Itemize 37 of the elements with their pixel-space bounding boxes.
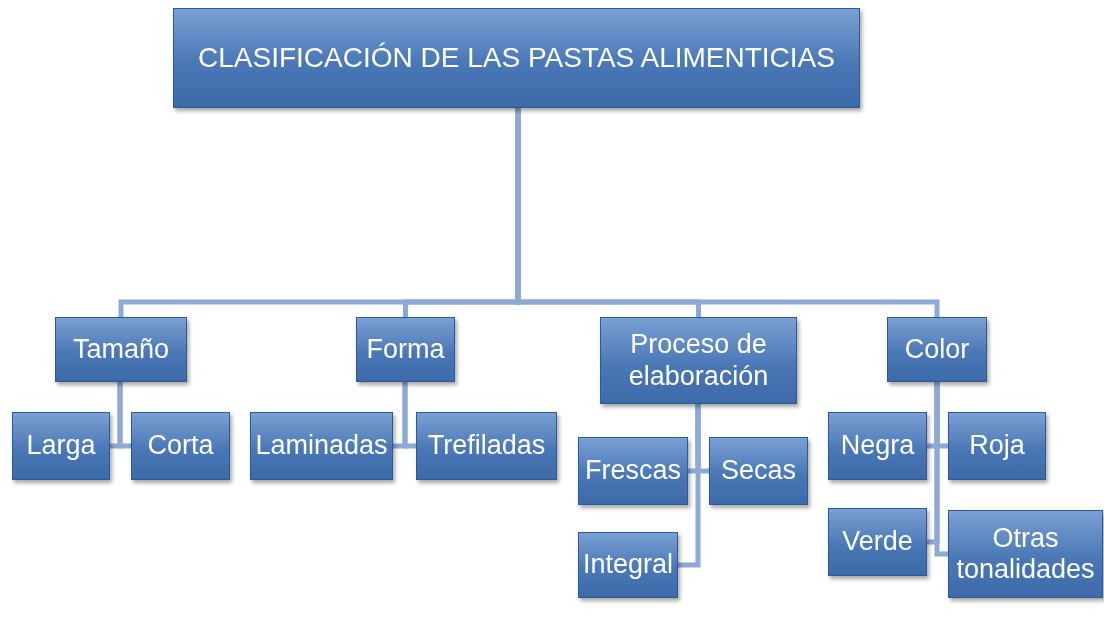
connector-line (515, 108, 940, 317)
category-box (948, 510, 1103, 598)
box-label: Forma (366, 333, 445, 365)
box-label: Negra (840, 430, 915, 462)
box-label: Larga (26, 430, 96, 462)
category-box (356, 317, 455, 382)
connector-line (678, 404, 701, 568)
connector-line (402, 382, 416, 449)
connector-line (117, 382, 131, 449)
box-label: Integral (582, 549, 674, 581)
category-box (55, 317, 187, 382)
box-label: Tamaño (72, 333, 170, 365)
category-box (578, 532, 678, 598)
category-box (600, 317, 797, 404)
category-box (416, 412, 557, 480)
category-box (250, 412, 393, 480)
title-box (173, 8, 860, 108)
category-box (709, 437, 808, 505)
box-label: Corta (147, 430, 214, 462)
category-box (948, 412, 1046, 480)
category-box (131, 412, 230, 480)
box-label: Secas (720, 455, 796, 487)
category-box (828, 412, 927, 480)
category-box (12, 412, 110, 480)
box-label: Verde (842, 526, 913, 558)
box-label: Trefiladas (427, 430, 546, 462)
box-label: Color (904, 333, 970, 365)
box-label: Frescas (585, 455, 681, 487)
box-label: Proceso de elaboración (627, 329, 770, 392)
category-box (828, 508, 927, 576)
box-label: Roja (969, 430, 1025, 462)
connector-line (934, 382, 948, 557)
box-label: Laminadas (255, 430, 388, 462)
category-box (887, 317, 987, 382)
category-box (578, 437, 688, 505)
box-label: Otras tonalidades (955, 522, 1096, 586)
title-text: CLASIFICACIÓN DE LAS PASTAS ALIMENTICIAS (198, 41, 835, 75)
